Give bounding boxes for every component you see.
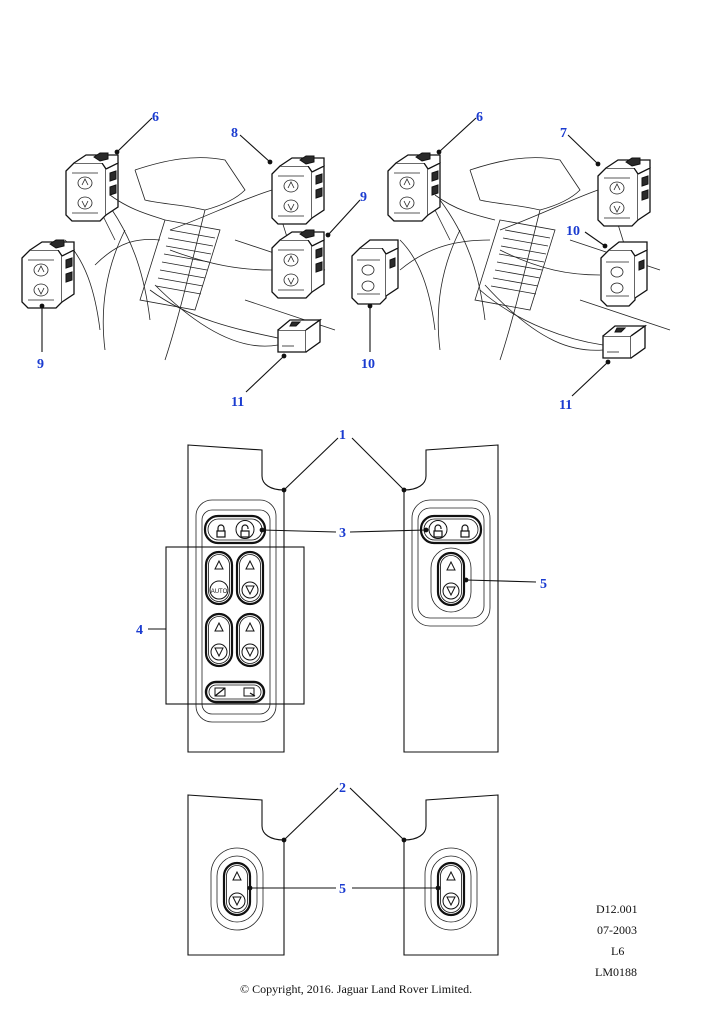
switch-module-6-right bbox=[387, 152, 441, 222]
top-right-exploded-view: 6 7 10 10 11 bbox=[351, 110, 671, 413]
copyright-notice: © Copyright, 2016. Jaguar Land Rover Lim… bbox=[240, 982, 473, 996]
callout-1: 1 bbox=[339, 428, 346, 443]
callout-7: 7 bbox=[560, 126, 567, 141]
callout-6: 6 bbox=[152, 110, 159, 125]
callout-10: 10 bbox=[361, 357, 375, 372]
front-right-door-trim bbox=[403, 444, 499, 753]
window-switch-rear-right-door[interactable] bbox=[436, 861, 466, 917]
callout-5: 5 bbox=[540, 577, 547, 592]
diagram-code: D12.001 bbox=[596, 902, 638, 916]
window-switch-rear-left-door[interactable] bbox=[222, 861, 252, 917]
window-switch-rear-left[interactable] bbox=[204, 612, 234, 668]
callout-4-bracket bbox=[165, 546, 305, 705]
window-lockout-switch[interactable] bbox=[204, 680, 266, 704]
connector-block-11-left bbox=[277, 319, 321, 353]
central-locking-switch-right[interactable] bbox=[419, 514, 483, 545]
rear-door-panels: 2 5 bbox=[187, 781, 499, 956]
connector-block-11-right bbox=[602, 325, 646, 359]
front-left-door-trim bbox=[187, 444, 285, 753]
switch-module-7 bbox=[597, 157, 651, 227]
rear-left-switch-bezel bbox=[210, 847, 264, 931]
image-code: LM0188 bbox=[595, 965, 637, 979]
callout-11: 11 bbox=[231, 395, 244, 410]
window-switch-driver-auto[interactable]: AUTO bbox=[204, 550, 234, 606]
window-lock-icon bbox=[214, 687, 226, 697]
callout-10: 10 bbox=[566, 224, 580, 239]
front-door-panels: AUTO 4 bbox=[136, 428, 547, 753]
window-switch-front-right[interactable] bbox=[436, 551, 466, 607]
callout-5: 5 bbox=[339, 882, 346, 897]
switch-module-8 bbox=[271, 155, 325, 225]
switch-module-10-right bbox=[600, 241, 648, 307]
switch-module-9-left-low bbox=[21, 239, 75, 309]
auto-label: AUTO bbox=[211, 589, 228, 595]
switch-module-10-left bbox=[351, 239, 399, 305]
switch-module-9-left-high bbox=[271, 229, 325, 299]
callout-11: 11 bbox=[559, 398, 572, 413]
diagram-level: L6 bbox=[611, 944, 625, 958]
diagram-date: 07-2003 bbox=[597, 923, 637, 937]
window-switch-rear-right[interactable] bbox=[235, 612, 265, 668]
rear-left-door-trim bbox=[187, 794, 285, 956]
rear-right-switch-bezel bbox=[424, 847, 478, 931]
front-left-switch-pack-bezel bbox=[195, 499, 277, 723]
window-switch-passenger-front[interactable] bbox=[235, 550, 265, 606]
central-locking-switch-left[interactable] bbox=[203, 514, 267, 545]
callout-2: 2 bbox=[339, 781, 346, 796]
callout-8: 8 bbox=[231, 126, 238, 141]
top-left-exploded-view: 6 8 9 9 11 bbox=[21, 110, 367, 410]
rear-right-door-trim bbox=[403, 794, 499, 956]
callout-6: 6 bbox=[476, 110, 483, 125]
callout-4: 4 bbox=[136, 623, 143, 638]
callout-3: 3 bbox=[339, 526, 346, 541]
callout-9: 9 bbox=[360, 190, 367, 205]
switch-module-6-left bbox=[65, 152, 119, 222]
front-right-switch-pack-bezel bbox=[411, 499, 491, 627]
callout-9: 9 bbox=[37, 357, 44, 372]
window-unlock-icon bbox=[243, 687, 256, 697]
